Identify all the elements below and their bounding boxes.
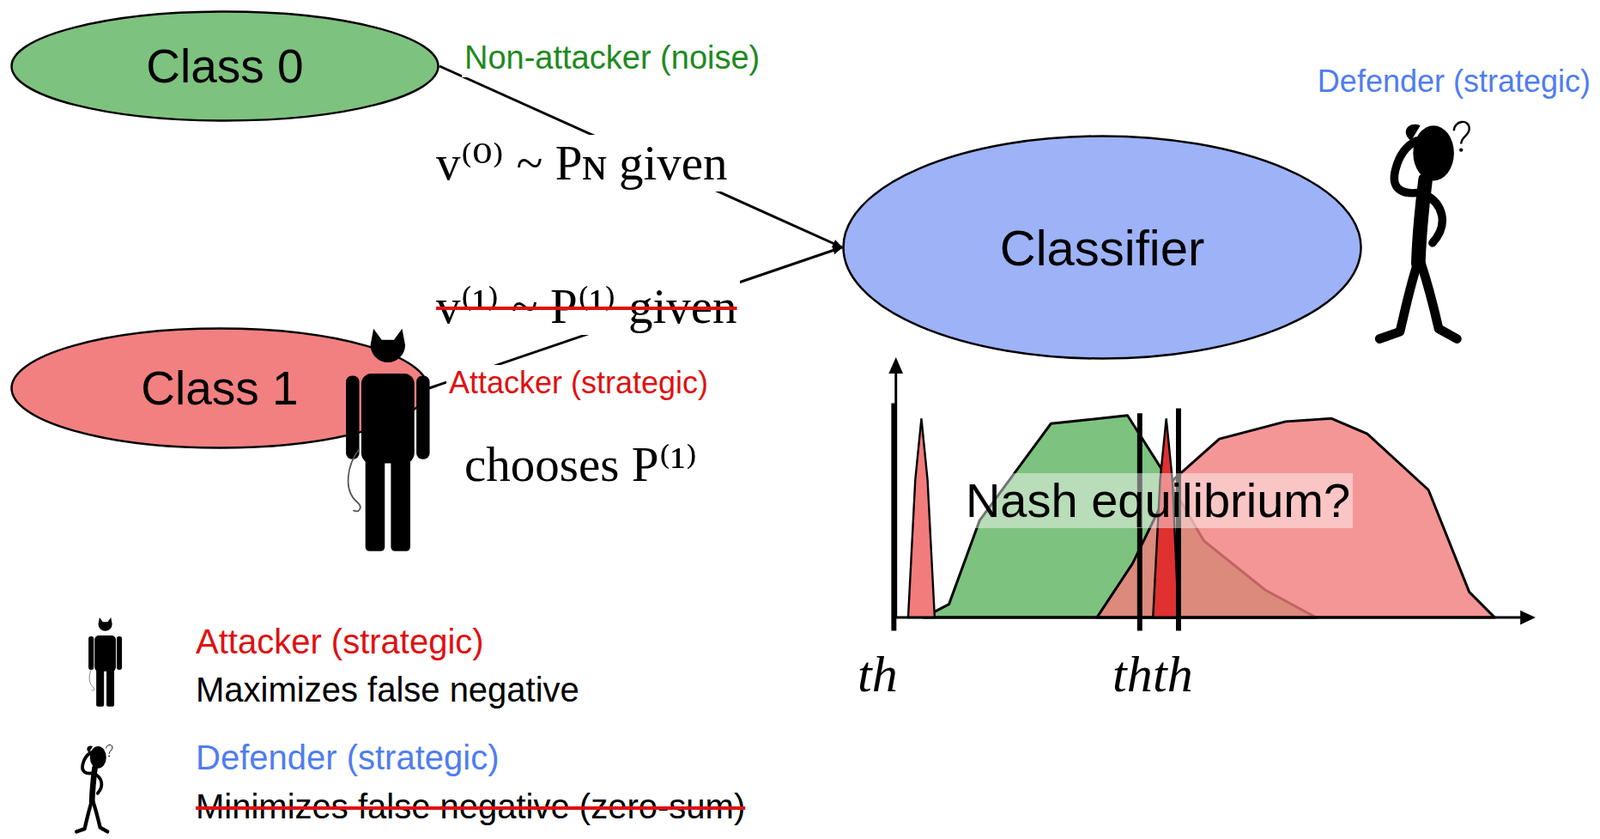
class-ellipse: Class 0 <box>10 10 440 122</box>
edge-label: v⁽¹⁾ ~ P⁽¹⁾ given <box>433 278 740 335</box>
attacker-icon <box>88 617 122 707</box>
distribution-chart <box>888 357 1536 631</box>
math-label: chooses P⁽¹⁾ <box>461 436 701 493</box>
legend-role: Defender (strategic) <box>193 737 502 777</box>
defender-figure <box>1379 121 1470 340</box>
note-label: Non-attacker (noise) <box>461 39 763 78</box>
legend-role: Attacker (strategic) <box>193 621 487 661</box>
node-label: Classifier <box>1000 218 1206 277</box>
role-label: Attacker (strategic) <box>446 364 711 400</box>
classifier-ellipse: Classifier <box>842 134 1363 360</box>
legend-description: Maximizes false negative <box>193 669 582 710</box>
threshold-label: th <box>1150 644 1196 704</box>
legend-description: Minimizes false negative (zero-sum) <box>193 786 748 826</box>
attacker-figure <box>345 328 430 552</box>
node-label: Class 0 <box>145 38 304 94</box>
node-label: Class 1 <box>140 360 298 416</box>
threshold-label: th <box>854 644 901 704</box>
defender-icon <box>76 744 113 831</box>
chart-title: Nash equilibrium? <box>963 472 1353 528</box>
threshold-label: th <box>1109 644 1156 704</box>
edge-label: v⁽⁰⁾ ~ Pɴ given <box>433 134 731 192</box>
role-label: Defender (strategic) <box>1315 63 1594 99</box>
